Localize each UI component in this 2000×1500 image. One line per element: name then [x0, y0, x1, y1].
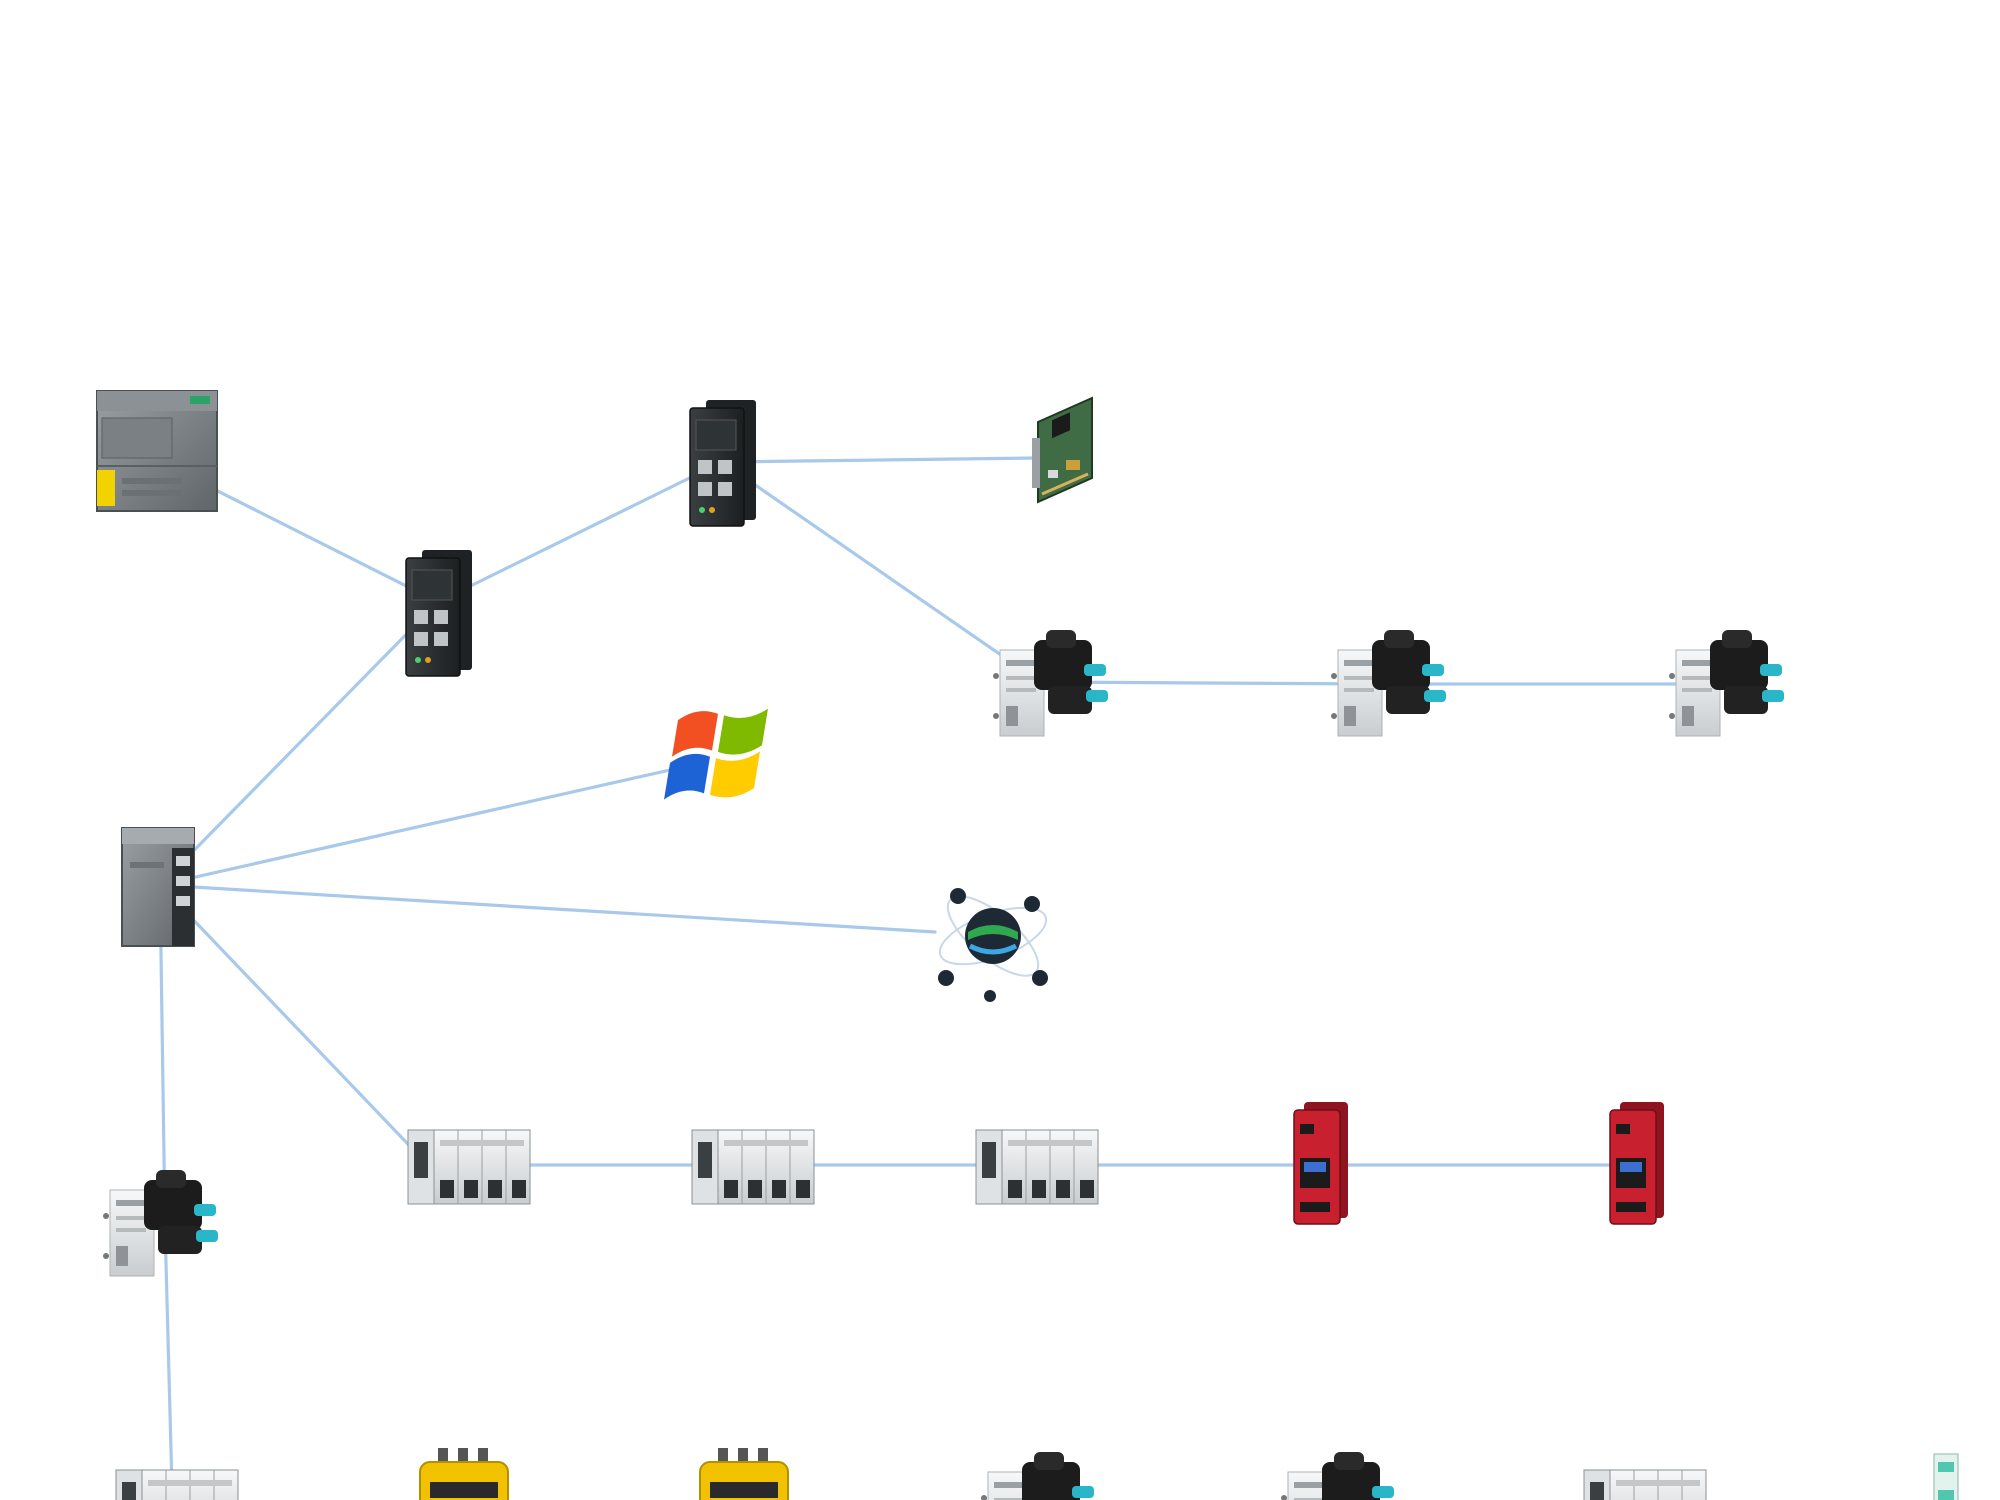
device-nodes: [96, 390, 1959, 1500]
node-relay-2: [1609, 1101, 1665, 1225]
link-drive-1-to-drive-2: [1038, 680, 1380, 686]
node-drive-2: [1330, 629, 1447, 737]
network-switch-icon: [689, 399, 757, 527]
link-switch-a-to-main-switch: [158, 600, 440, 887]
safety-relay-icon: [1609, 1101, 1665, 1225]
link-main-switch-to-io-1: [158, 883, 430, 1167]
link-main-switch-to-windows-pc: [158, 768, 672, 887]
io-module-icon: [975, 1129, 1099, 1205]
link-switch-b-to-drive-1: [720, 460, 1042, 684]
node-plc-cpu: [96, 390, 218, 512]
node-windows-pc: [664, 704, 768, 805]
node-io-4: [115, 1469, 239, 1500]
servo-drive-icon: [1668, 629, 1785, 737]
io-module-icon: [115, 1469, 239, 1500]
node-terminal: [1933, 1453, 1959, 1500]
node-relay-1: [1293, 1101, 1349, 1225]
node-network-cloud: [933, 883, 1053, 1002]
safety-module-icon: [699, 1447, 789, 1500]
node-drive-3: [1668, 629, 1785, 737]
node-io-1: [407, 1129, 531, 1205]
circuit-board-icon: [1030, 396, 1094, 504]
node-io-3: [975, 1129, 1099, 1205]
node-drive-4: [102, 1169, 219, 1277]
safety-relay-icon: [1293, 1101, 1349, 1225]
node-io-2: [691, 1129, 815, 1205]
network-switch-icon: [405, 549, 473, 677]
terminal-block-icon: [1933, 1453, 1959, 1500]
link-switch-a-to-switch-b: [436, 460, 724, 604]
safety-module-icon: [419, 1447, 509, 1500]
network-globe-icon: [933, 883, 1053, 1002]
node-switch-b: [689, 399, 757, 527]
node-drive-1: [992, 629, 1109, 737]
node-drive-5: [980, 1451, 1097, 1500]
node-main-switch: [121, 827, 195, 947]
servo-drive-icon: [1280, 1451, 1397, 1500]
connection-lines: [158, 456, 1718, 1490]
network-switch-icon: [121, 827, 195, 947]
node-safety-2: [699, 1447, 789, 1500]
servo-drive-icon: [102, 1169, 219, 1277]
io-module-icon: [691, 1129, 815, 1205]
node-switch-a: [405, 549, 473, 677]
link-main-switch-to-network-cloud: [158, 883, 937, 934]
node-drive-6: [1280, 1451, 1397, 1500]
servo-drive-icon: [980, 1451, 1097, 1500]
servo-drive-icon: [1330, 629, 1447, 737]
io-module-icon: [1583, 1469, 1707, 1500]
link-switch-b-to-pc-card: [720, 456, 1037, 464]
link-drive-4-to-io-4: [163, 1223, 174, 1490]
node-pc-card: [1030, 396, 1094, 504]
node-io-5: [1583, 1469, 1707, 1500]
io-module-icon: [407, 1129, 531, 1205]
plc-cpu-icon: [96, 390, 218, 512]
servo-drive-icon: [992, 629, 1109, 737]
windows-logo-icon: [664, 704, 768, 805]
node-safety-1: [419, 1447, 509, 1500]
